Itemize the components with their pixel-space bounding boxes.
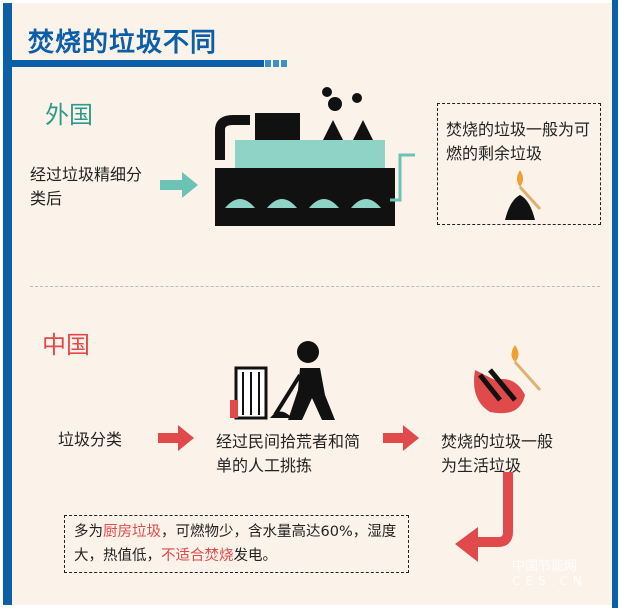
note-part: 发电。 <box>233 548 278 564</box>
red-arrow-icon <box>383 425 419 451</box>
note-highlight: 厨房垃圾 <box>103 524 161 540</box>
foreign-output-text: 焚烧的垃圾一般为可燃的剩余垃圾 <box>446 120 591 163</box>
china-step1-text: 垃圾分类 <box>58 430 123 449</box>
watermark-line1: 中国节能网 <box>512 559 578 574</box>
title-underline <box>12 60 264 67</box>
foreign-input-text: 经过垃圾精细分类后 <box>30 165 143 208</box>
china-step2-text: 经过民间拾荒者和简单的人工挑拣 <box>216 432 361 475</box>
note-highlight: 不适合焚烧 <box>161 548 234 564</box>
watermark: 中国节能网 CES.CN <box>470 555 587 588</box>
watermark-line2: CES.CN <box>512 574 587 588</box>
red-down-left-arrow-icon <box>455 472 513 562</box>
china-heading: 中国 <box>42 331 90 359</box>
title-square <box>273 60 279 67</box>
red-arrow-icon <box>158 425 194 451</box>
note-part: ，可燃物少，含水量高达60%，湿度大，热值低， <box>74 524 397 564</box>
section-divider <box>30 286 600 287</box>
teal-arrow-icon <box>160 172 198 198</box>
page-title: 焚烧的垃圾不同 <box>28 28 218 58</box>
title-square <box>265 60 271 67</box>
title-square <box>281 60 287 67</box>
burning-match-trash-icon <box>505 170 542 220</box>
incinerator-factory-icon <box>215 87 415 226</box>
right-accent-bar <box>612 0 618 608</box>
china-note-box <box>64 515 409 573</box>
china-step3-text: 焚烧的垃圾一般为生活垃圾 <box>441 432 554 475</box>
foreign-output-box <box>437 103 601 225</box>
scavenger-with-trash-can-icon <box>230 341 335 420</box>
china-note-text: 多为厨房垃圾，可燃物少，含水量高达60%，湿度大，热值低，不适合焚烧发电。 <box>74 520 404 568</box>
note-part: 多为 <box>74 524 103 540</box>
burning-garbage-icon <box>474 345 542 414</box>
left-accent-bar <box>3 3 12 605</box>
foreign-heading: 外国 <box>45 101 93 129</box>
